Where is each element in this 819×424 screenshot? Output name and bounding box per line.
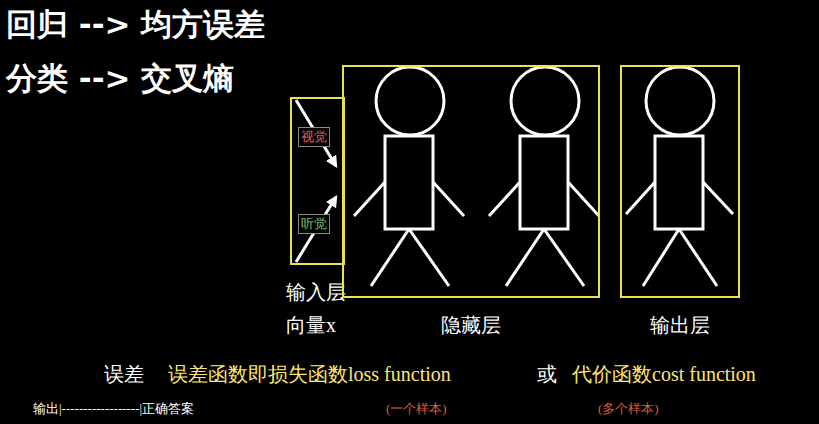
layer-box: 输出层 — [620, 65, 740, 298]
layer-label: 输出层 — [650, 313, 710, 337]
note-text: (多个样本) — [598, 401, 659, 417]
sense-box: 视觉 — [298, 127, 330, 147]
layer-box: 输入层向量x视觉听觉 — [290, 97, 345, 265]
note-text: 输出|------------------|正确答案 — [33, 401, 194, 417]
note-text: 误差 — [104, 362, 144, 386]
input-arrow — [296, 197, 336, 262]
note-text: 或 — [537, 362, 557, 386]
stick-figure — [354, 67, 464, 286]
input-arrow — [296, 100, 336, 166]
layer-label: 隐藏层 — [441, 313, 501, 337]
layer-box: 隐藏层 — [342, 65, 600, 298]
stick-figure — [626, 67, 733, 286]
note-text: 误差函数即损失函数loss function — [168, 362, 451, 386]
sense-box: 听觉 — [298, 214, 330, 234]
note-text: 代价函数cost function — [572, 362, 756, 386]
heading-line: 分类 --> 交叉熵 — [6, 60, 234, 97]
layer-label: 输入层 — [286, 280, 346, 304]
sense-label: 听觉 — [301, 216, 327, 232]
heading-line: 回归 --> 均方误差 — [6, 6, 265, 43]
layer-label: 向量x — [286, 313, 336, 337]
note-text: (一个样本) — [386, 401, 447, 417]
stick-figure — [489, 67, 599, 286]
sense-label: 视觉 — [301, 129, 327, 145]
